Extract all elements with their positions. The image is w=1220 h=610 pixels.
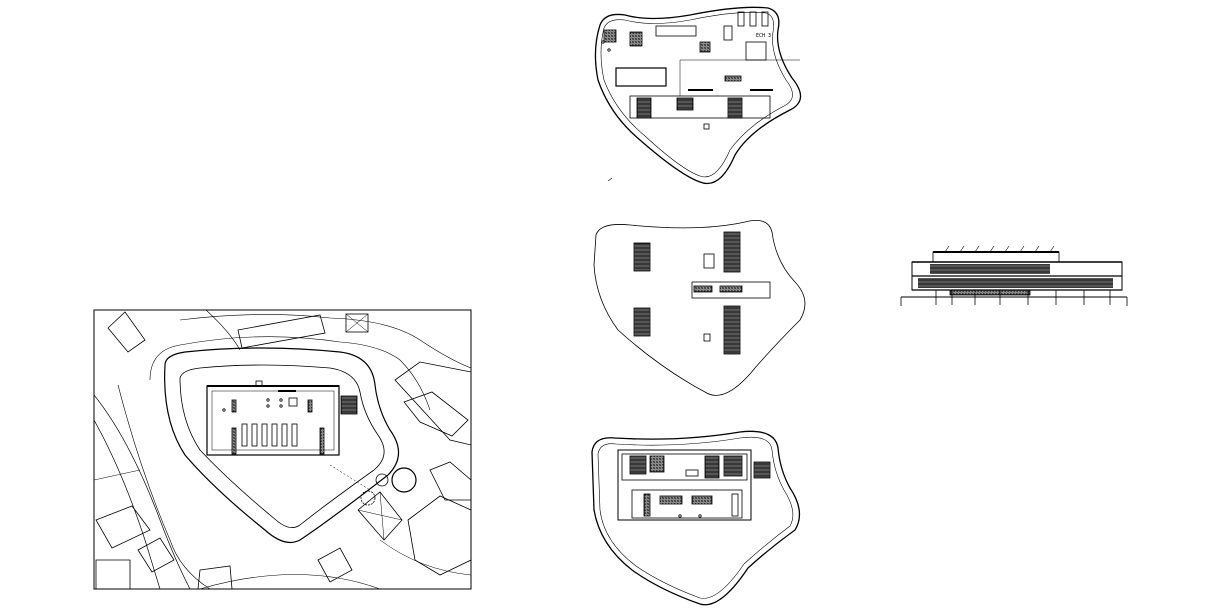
neighbour-building (407, 495, 471, 576)
road-edge (199, 574, 381, 589)
neighbour-building (394, 361, 471, 446)
road-edge (149, 336, 431, 411)
site-kiosk (360, 490, 376, 506)
upper-floor-plan: ECH 3 (594, 6, 802, 184)
road-edge (205, 310, 241, 351)
neighbour-building (357, 491, 403, 541)
neighbour-building (429, 461, 471, 501)
building-section (900, 245, 1128, 306)
neighbour-building (95, 559, 131, 589)
neighbour-building (317, 547, 353, 583)
neighbour-building (345, 313, 369, 333)
upper-plan-core (629, 95, 771, 119)
site-annex (340, 395, 358, 415)
upper-plan-outline (594, 6, 802, 184)
site-building-footprint (206, 385, 340, 456)
site-island-outline (164, 347, 400, 543)
section-columns (935, 290, 1111, 305)
neighbour-building (137, 537, 175, 573)
road-edge (94, 469, 141, 481)
section-roof-fins (944, 245, 1055, 253)
neighbour-building (403, 391, 469, 437)
road-edge (94, 419, 161, 589)
ground-plan-outline (591, 430, 801, 606)
ground-plan-building (617, 449, 752, 521)
ground-floor-plan (591, 430, 801, 606)
upper-plan-tag: ECH 3 (756, 33, 771, 39)
neighbour-building (107, 311, 146, 353)
site-plan (93, 309, 472, 590)
site-building-bars (222, 397, 325, 455)
site-plan-frame (93, 309, 472, 590)
road-edge (94, 394, 191, 589)
neighbour-building (237, 314, 326, 349)
road-edge (379, 539, 471, 576)
ground-plan-annex (753, 461, 771, 479)
neighbour-building (95, 505, 151, 549)
middle-plan-core (633, 242, 651, 272)
site-kiosk (391, 467, 417, 493)
middle-floor-plan (593, 219, 806, 396)
middle-plan-outline (593, 219, 806, 396)
middle-plan-bridge (691, 281, 771, 299)
road-edge (179, 314, 471, 369)
neighbour-building (197, 565, 233, 589)
upper-plan-room (615, 67, 667, 87)
site-island-inner (179, 364, 385, 528)
road-edge (117, 384, 211, 589)
site-kiosk (375, 473, 389, 487)
